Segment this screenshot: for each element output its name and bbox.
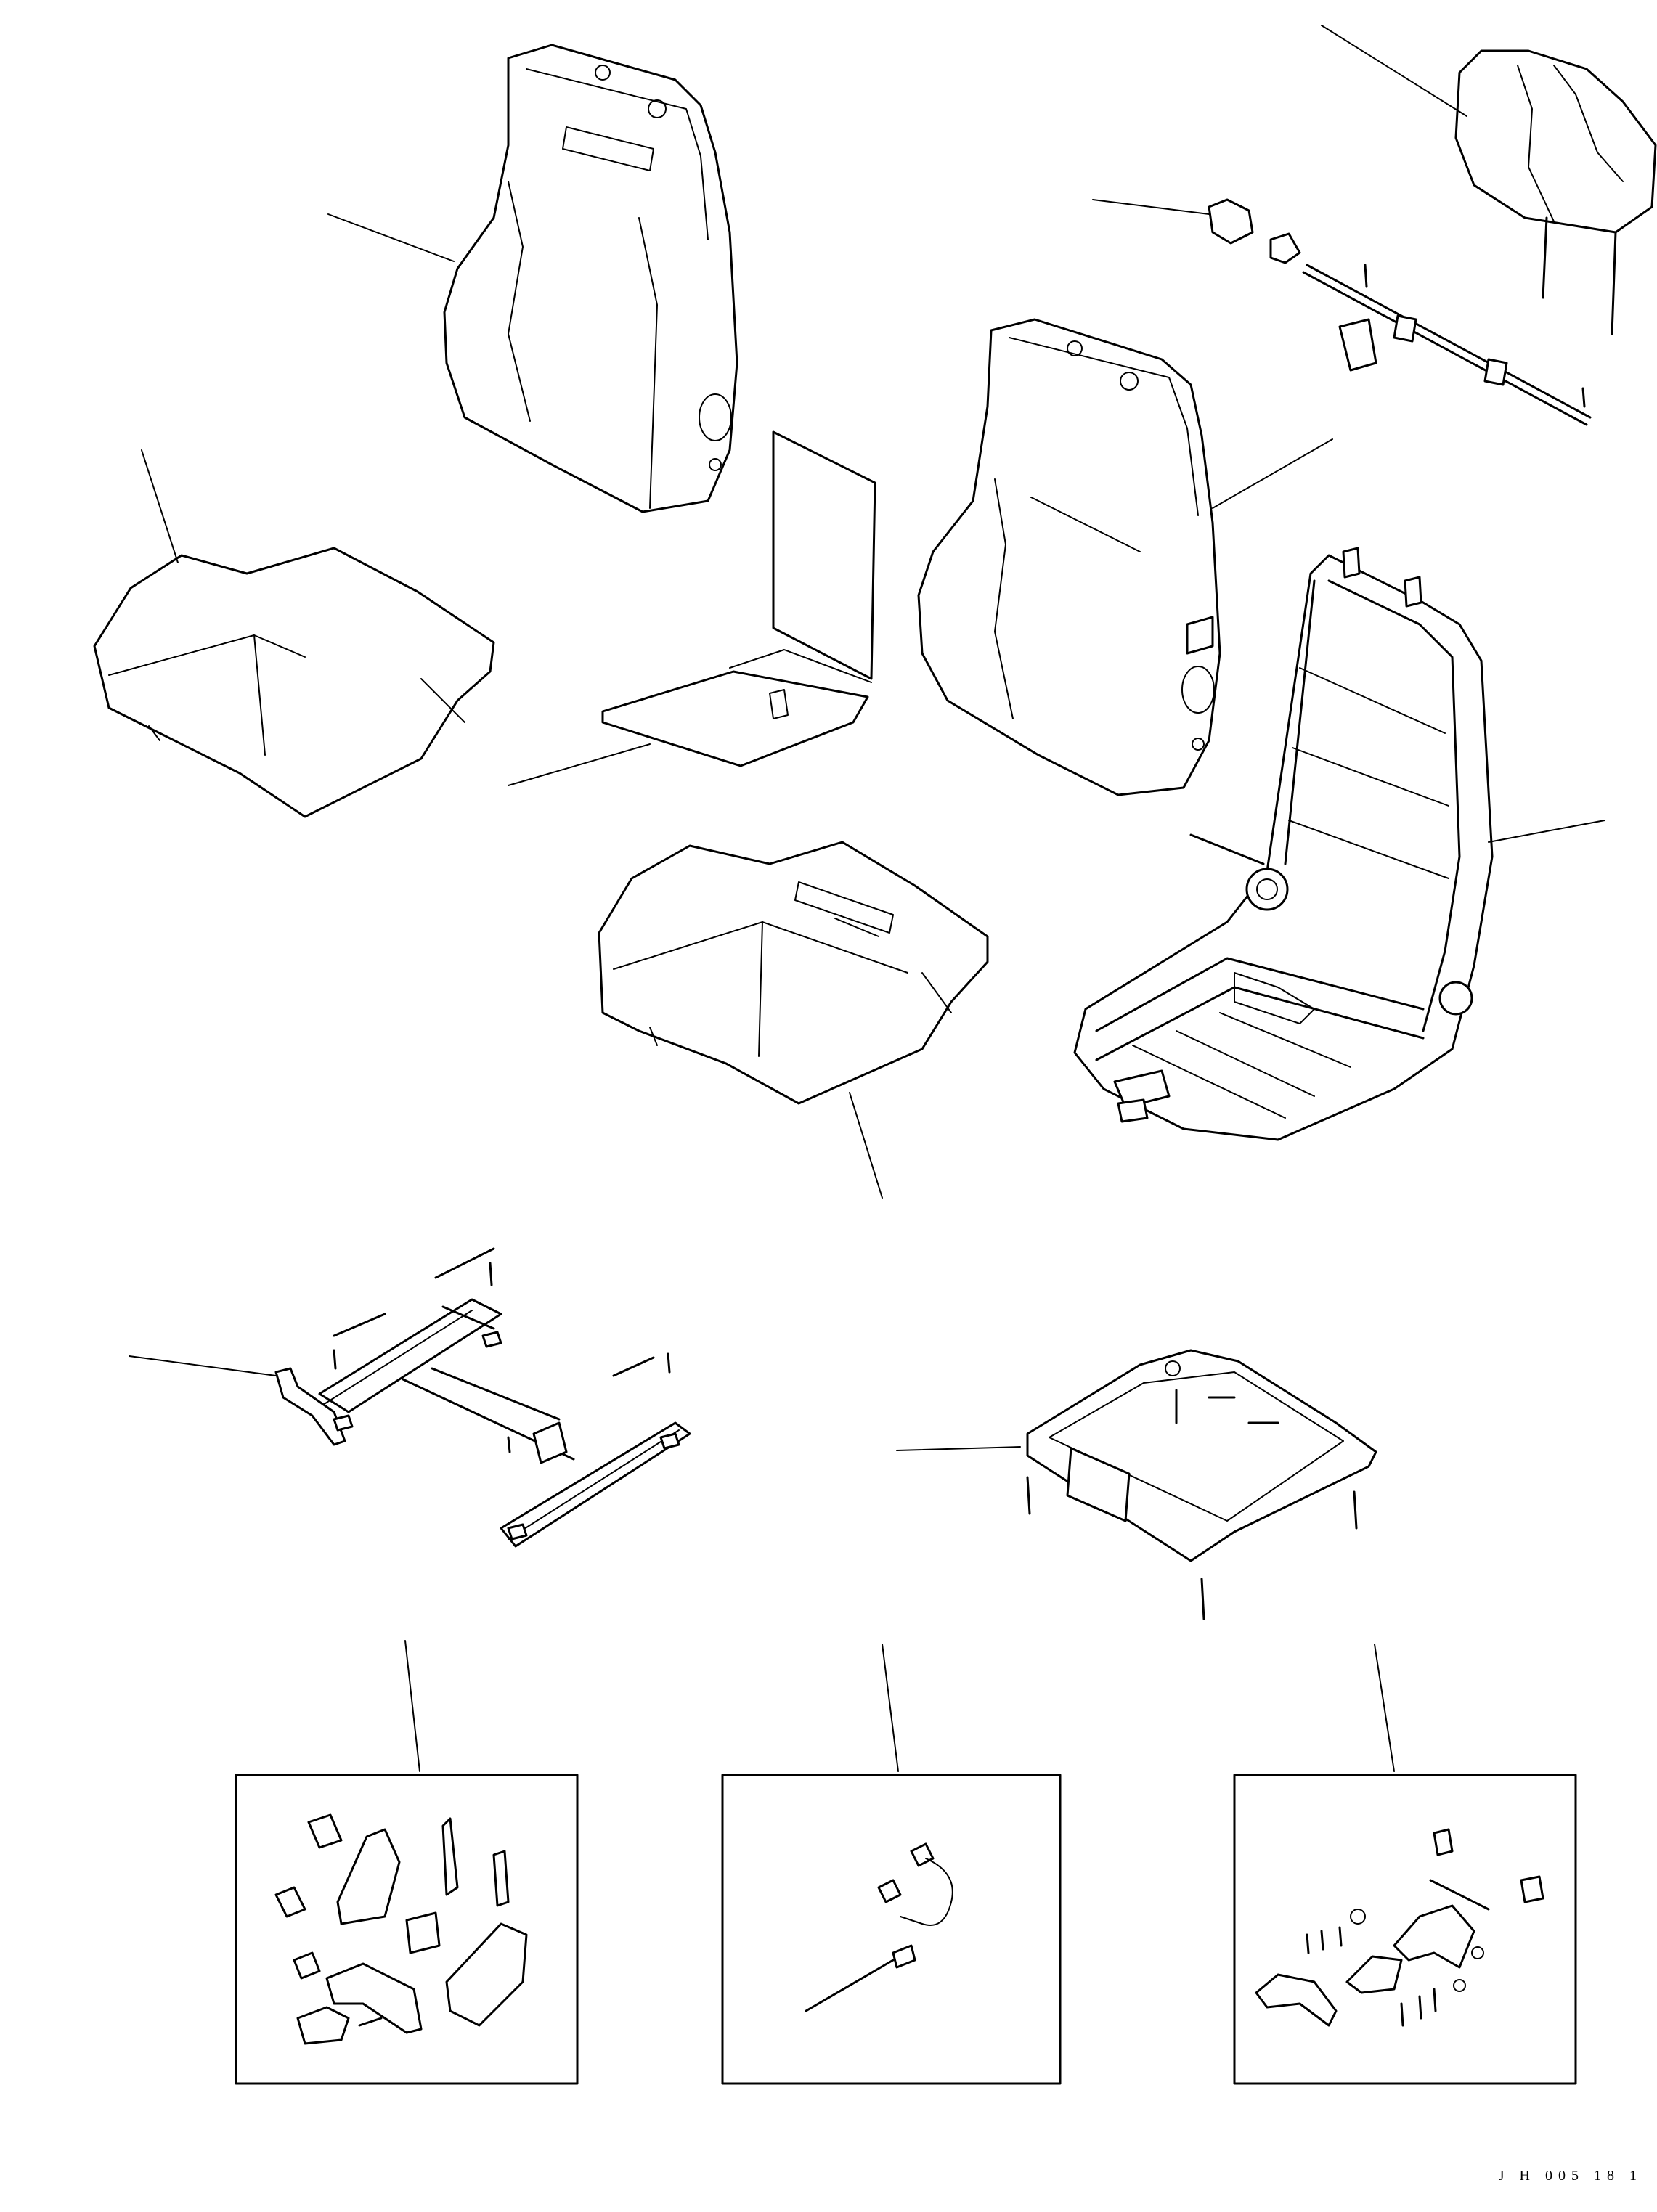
seat-back-cushion-right	[917, 318, 1221, 796]
leader-line	[1488, 820, 1605, 843]
leader-line	[1212, 438, 1333, 509]
headrest-bracket-rod	[1208, 198, 1592, 426]
leader-line	[129, 1355, 277, 1376]
seat-back-cushion-upper-left	[443, 44, 738, 513]
drawing-code: J H 005 18 1	[1498, 2168, 1642, 2184]
seat-bracket-plate	[1026, 1349, 1377, 1620]
detail-box-lever-parts	[1233, 1774, 1577, 2085]
back-board-panel	[601, 430, 876, 767]
leader-line	[327, 213, 455, 262]
seat-cushion-center	[598, 841, 989, 1105]
detail-box-wire-harness	[721, 1774, 1062, 2085]
leader-line	[508, 743, 651, 786]
seat-cushion-left	[93, 547, 495, 818]
leader-line	[141, 449, 179, 563]
leader-line	[896, 1446, 1021, 1451]
leader-line	[1321, 25, 1467, 117]
seat-frame	[1073, 547, 1494, 1141]
leader-line	[849, 1092, 883, 1199]
leader-line	[1092, 199, 1210, 215]
leader-line	[1374, 1644, 1395, 1772]
leader-line	[404, 1640, 420, 1772]
leader-line	[882, 1644, 899, 1772]
headrest	[1454, 49, 1657, 335]
detail-box-recliner-parts	[235, 1774, 579, 2085]
slide-rail-assembly	[274, 1247, 691, 1548]
